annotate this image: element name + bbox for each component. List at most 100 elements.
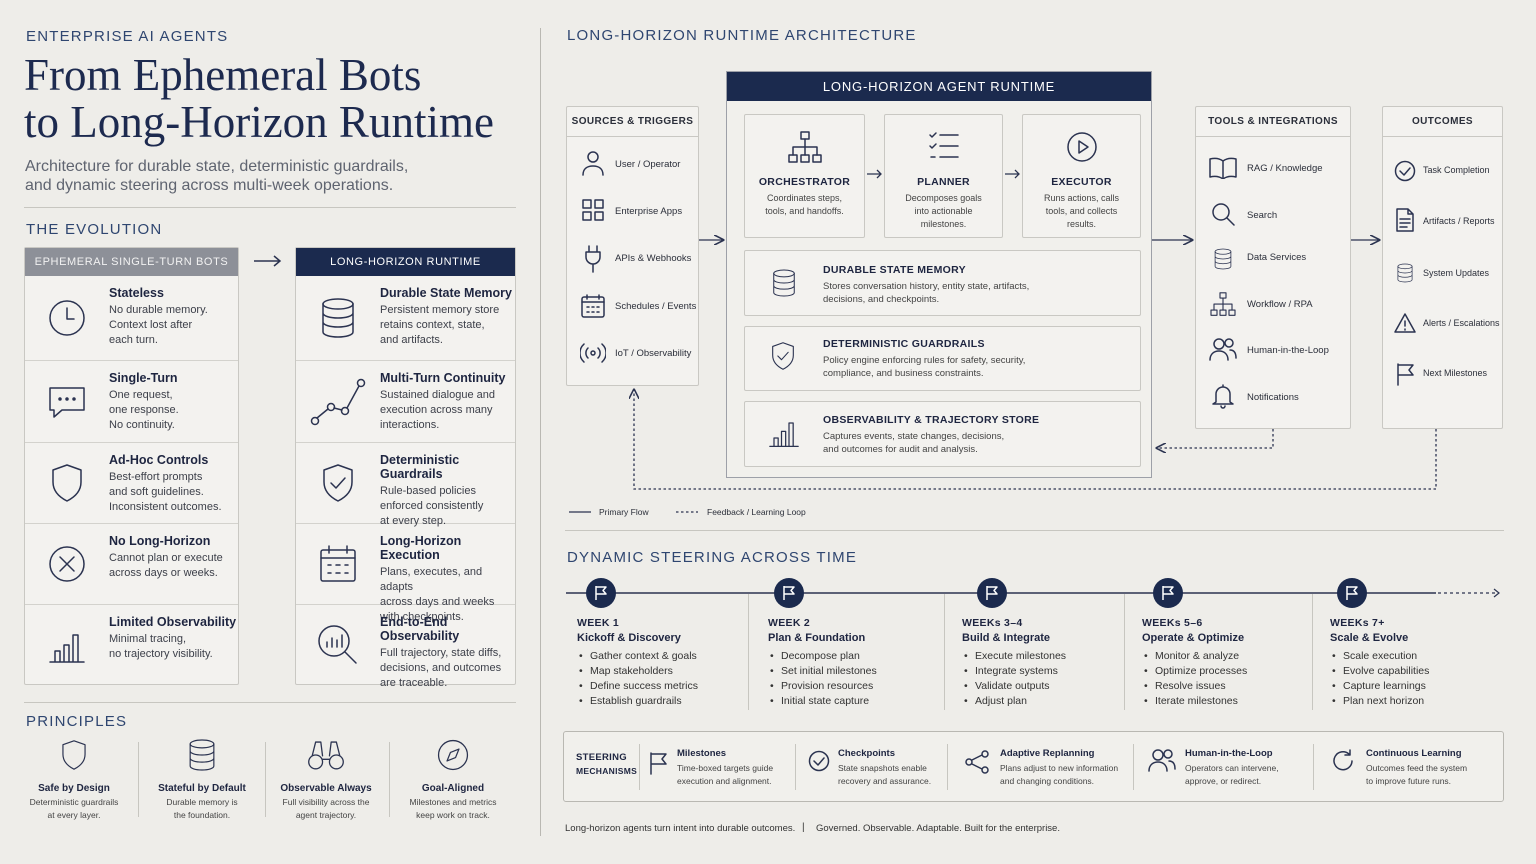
divider: [24, 702, 516, 703]
phase-item: Initial state capture: [768, 694, 938, 709]
principle-item: Goal-Aligned Milestones and metrics keep…: [393, 738, 513, 822]
phase-week: WEEK 2: [768, 617, 811, 629]
evo-desc: One request, one response. No continuity…: [109, 389, 179, 431]
phase-item: Decompose plan: [768, 649, 938, 664]
x-circle-icon: [49, 546, 85, 582]
phase-item: Resolve issues: [1142, 679, 1312, 694]
legend-feedback: Feedback / Learning Loop: [707, 507, 806, 517]
phase-divider: [748, 594, 749, 710]
phase-item: Execute milestones: [962, 649, 1132, 664]
binoculars-icon: [308, 741, 344, 770]
path-icon: [310, 378, 366, 425]
evo-title: Single-Turn: [109, 371, 178, 385]
timeline-arrowhead: [1493, 588, 1500, 598]
divider: [565, 530, 1504, 531]
tool-label: Human-in-the-Loop: [1247, 345, 1329, 356]
phase-week: WEEK 1: [577, 617, 620, 629]
state-memory-layer: DURABLE STATE MEMORY Stores conversation…: [744, 250, 1141, 316]
phase-divider: [1312, 594, 1313, 710]
book-icon: [1209, 157, 1237, 179]
evo-title: Deterministic Guardrails: [380, 453, 460, 481]
plug-icon: [585, 245, 601, 273]
bar-chart-icon: [769, 422, 799, 447]
sources-panel: SOURCES & TRIGGERS: [566, 106, 699, 386]
footer-separator: |: [802, 822, 805, 833]
principle-desc: Deterministic guardrails at every layer.: [29, 797, 119, 820]
feedback-arrow: [1157, 429, 1274, 448]
divider: [138, 742, 139, 817]
share-icon: [965, 750, 989, 774]
divider: [389, 742, 390, 817]
timeline: [566, 588, 1500, 598]
bar-chart-icon: [49, 634, 85, 663]
evo-desc: Sustained dialogue and execution across …: [380, 389, 495, 431]
schedule-icon: [581, 294, 605, 318]
phase-name: Scale & Evolve: [1330, 632, 1409, 644]
architecture-heading: LONG-HORIZON RUNTIME ARCHITECTURE: [567, 27, 917, 44]
stage-title: PLANNER: [917, 176, 970, 188]
observability-layer: OBSERVABILITY & TRAJECTORY STORE Capture…: [744, 401, 1141, 467]
alert-icon: [1394, 313, 1416, 333]
flag-icon: [650, 752, 667, 775]
evo-title: Durable State Memory: [380, 286, 512, 300]
chat-icon: [49, 386, 85, 418]
flag-icon: [1397, 363, 1414, 386]
phase-marker: [1153, 578, 1183, 608]
phase-item: Integrate systems: [962, 664, 1132, 679]
stage-desc: Decomposes goals into actionable milesto…: [905, 193, 982, 229]
mechanism-title: Milestones: [677, 748, 727, 759]
evo-desc: Plans, executes, and adapts across days …: [380, 566, 495, 623]
phase-marker: [1337, 578, 1367, 608]
feedback-loop: [634, 390, 1437, 490]
evo-title: Stateless: [109, 286, 164, 300]
outcome-label: System Updates: [1423, 268, 1490, 278]
mechanisms-label-2: MECHANISMS: [576, 766, 638, 776]
source-label: User / Operator: [615, 159, 681, 170]
signal-icon: [580, 343, 606, 363]
evo-desc: Full trajectory, state diffs, decisions,…: [380, 647, 502, 689]
phase-week: WEEKs 3–4: [962, 617, 1023, 629]
divider: [1133, 744, 1134, 790]
phase-item: Adjust plan: [962, 694, 1132, 709]
evo-title: No Long-Horizon: [109, 534, 211, 548]
flag-icon: [1162, 586, 1174, 600]
flow-arrow: [867, 169, 882, 179]
workflow-icon: [1210, 292, 1236, 316]
outcomes-header: OUTCOMES: [1383, 107, 1502, 137]
principle-item: Observable Always Full visibility across…: [266, 738, 386, 822]
page-title-line1: From Ephemeral Bots: [24, 50, 422, 100]
document-icon: [1396, 208, 1414, 232]
tool-label: Notifications: [1247, 392, 1299, 403]
phase-item: Define success metrics: [577, 679, 747, 694]
evo-desc: Rule-based policies enforced consistentl…: [380, 485, 484, 527]
flow-arrow: [1005, 169, 1020, 179]
calendar-icon: [320, 545, 356, 582]
steering-heading: DYNAMIC STEERING ACROSS TIME: [567, 549, 858, 566]
architecture-connectors: [569, 0, 1437, 513]
layer-title: OBSERVABILITY & TRAJECTORY STORE: [823, 414, 1040, 426]
mechanism-title: Continuous Learning: [1366, 748, 1462, 759]
subtitle-line2: and dynamic steering across multi-week o…: [25, 177, 394, 194]
outcome-label: Artifacts / Reports: [1423, 216, 1495, 226]
mechanism-desc: Time-boxed targets guide execution and a…: [677, 763, 774, 786]
outcome-label: Next Milestones: [1423, 368, 1488, 378]
source-label: Enterprise Apps: [615, 206, 683, 217]
phase-name: Operate & Optimize: [1142, 632, 1245, 644]
tool-label: Search: [1247, 210, 1278, 221]
layer-desc: Stores conversation history, entity stat…: [823, 281, 1030, 305]
divider: [1313, 744, 1314, 790]
divider: [795, 744, 796, 790]
mechanisms-label-1: STEERING: [576, 752, 627, 763]
evo-title: Limited Observability: [109, 615, 237, 629]
layer-title: DETERMINISTIC GUARDRAILS: [823, 338, 985, 350]
compass-icon: [437, 739, 469, 771]
column-divider: [540, 28, 541, 836]
evo-desc: Minimal tracing, no trajectory visibilit…: [109, 633, 213, 660]
